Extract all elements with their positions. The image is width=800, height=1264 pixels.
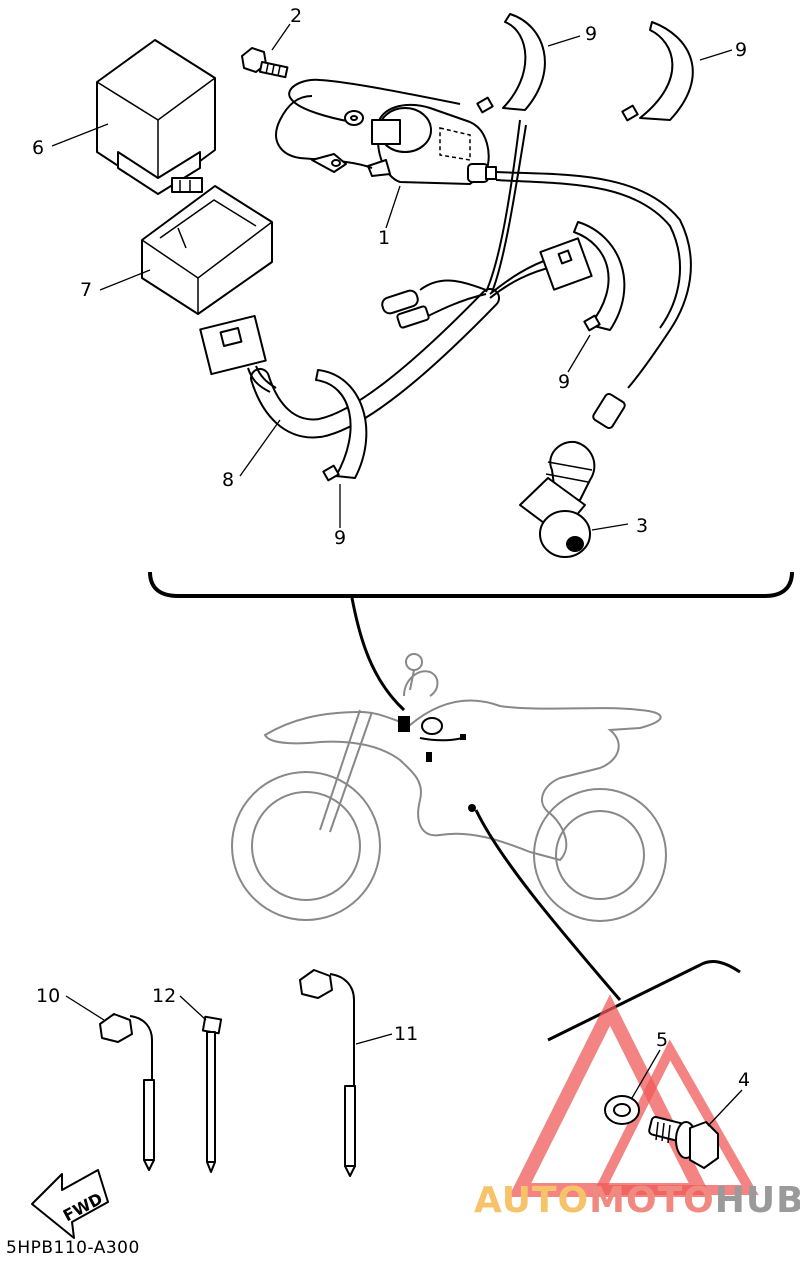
part-12-cable-tie — [201, 1015, 223, 1173]
callout-12: 12 — [152, 985, 176, 1007]
callout-9-top: 9 — [585, 23, 597, 45]
part-9-band-a — [476, 13, 546, 114]
callout-4: 4 — [738, 1069, 750, 1091]
callout-8: 8 — [222, 469, 234, 491]
motorcycle-outline — [231, 653, 667, 922]
part-2-bolt — [241, 47, 289, 79]
part-10-clamp — [99, 1013, 155, 1171]
part-1-ignition-coil — [367, 103, 497, 185]
callout-1: 1 — [378, 227, 390, 249]
high-tension-lead-inner — [495, 179, 681, 329]
callout-9-right: 9 — [735, 39, 747, 61]
part-9-band-c — [573, 221, 626, 332]
callout-2: 2 — [290, 5, 302, 27]
part-7-bracket — [141, 185, 273, 315]
callout-5: 5 — [656, 1029, 668, 1051]
callout-7: 7 — [80, 279, 92, 301]
callout-3: 3 — [636, 515, 648, 537]
diagram-code: 5HPB110-A300 — [6, 1238, 140, 1258]
part-3-plug-cap — [519, 392, 626, 558]
coil-ground-wire — [288, 78, 461, 123]
part-11-clamp — [299, 969, 356, 1177]
callout-10: 10 — [36, 985, 60, 1007]
callout-9-bottom: 9 — [334, 527, 346, 549]
watermark-text: AUTOMOTOHUB — [474, 1180, 800, 1221]
callout-11: 11 — [394, 1023, 418, 1045]
callout-9-mid: 9 — [558, 371, 570, 393]
part-9-band-d — [315, 369, 368, 482]
part-6-cdi-unit — [96, 39, 216, 195]
part-4-bolt — [648, 1116, 719, 1169]
ring-terminal — [311, 110, 364, 173]
part-5-washer — [604, 1095, 640, 1125]
part-9-band-b — [621, 21, 694, 122]
fwd-arrow: FWD — [31, 1169, 109, 1239]
part-8-wire-harness — [199, 119, 593, 439]
callout-6: 6 — [32, 137, 44, 159]
high-tension-lead — [495, 171, 692, 389]
